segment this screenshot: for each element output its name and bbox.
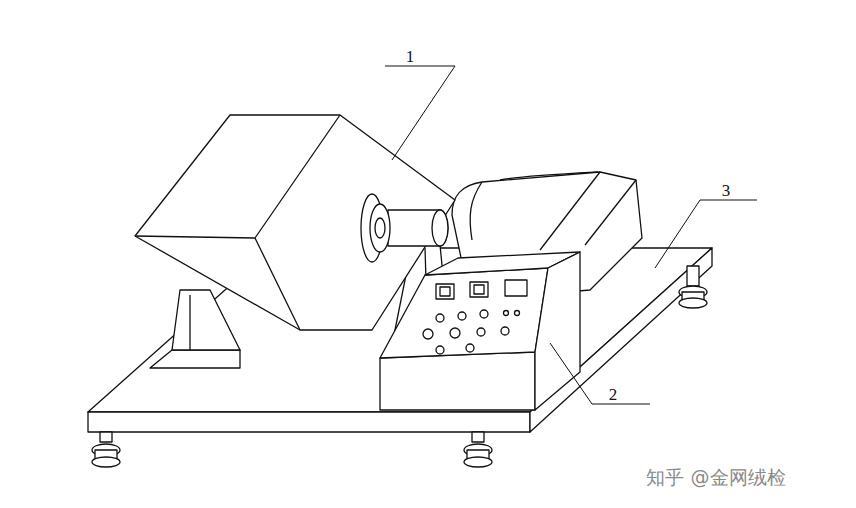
callout-number: 1: [406, 48, 415, 65]
control-box: [380, 252, 580, 410]
leader-lines: [385, 66, 757, 404]
callout-number: 2: [609, 386, 618, 403]
leveling-feet: [92, 266, 707, 467]
watermark: 知乎 @金网绒检: [646, 468, 785, 487]
shaft-flange: [361, 194, 448, 262]
left-support: [150, 290, 240, 368]
callout-number: 3: [722, 182, 731, 199]
rotating-box: [135, 115, 455, 330]
